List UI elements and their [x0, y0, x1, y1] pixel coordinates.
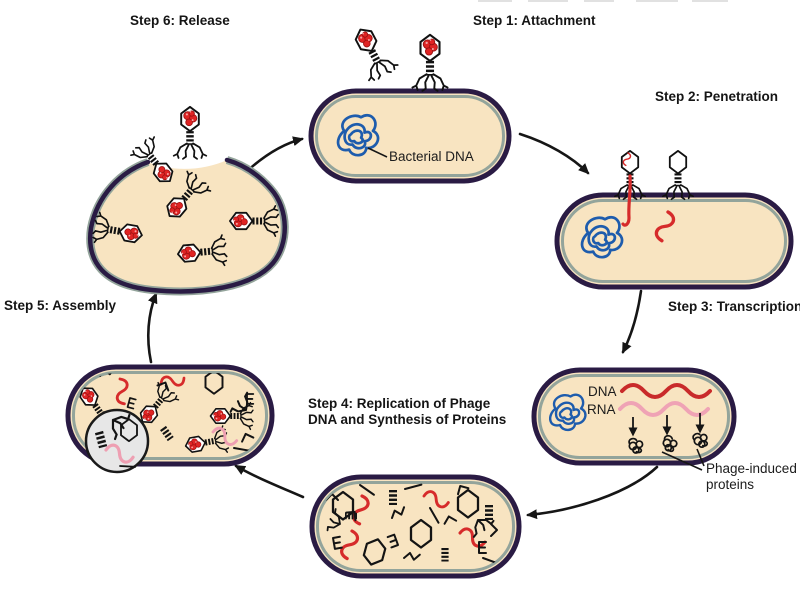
step1-label: Step 1: Attachment [473, 13, 596, 28]
arrow-penetration-to-transcription [621, 289, 643, 354]
phage-induced-label-line1: Phage-induced [706, 461, 797, 476]
arrow-assembly-to-release [146, 292, 158, 364]
bacterium-step5 [65, 364, 275, 474]
cell-inner-membrane [561, 199, 787, 283]
bacterium-step4 [309, 474, 522, 579]
cell-body [90, 160, 285, 292]
rna-label: RNA [587, 402, 616, 417]
cell-inner-membrane [538, 374, 730, 459]
bacterium-step1: Bacterial DNA [308, 22, 512, 184]
step5-label: Step 5: Assembly [4, 298, 117, 313]
step6-label: Step 6: Release [130, 13, 230, 28]
cell-body [309, 474, 522, 579]
cell-burst-membrane [87, 157, 287, 294]
step2-label: Step 2: Penetration [655, 89, 778, 104]
step4-label-line1: Step 4: Replication of Phage [308, 396, 491, 411]
step3-label: Step 3: Transcription [668, 299, 800, 314]
phage-empty-icon [663, 151, 693, 199]
arrow-transcription-to-replication [526, 465, 659, 520]
arrow-replication-to-assembly [234, 464, 305, 499]
arrow-release-to-attachment [244, 136, 304, 174]
phage-induced-label-line2: proteins [706, 477, 754, 492]
bacterial-dna-label: Bacterial DNA [389, 149, 474, 164]
cycle-arrows [146, 132, 659, 520]
dna-injection-strand [621, 174, 632, 227]
cell-inner-membrane [316, 481, 515, 572]
arrow-attachment-to-penetration [518, 132, 590, 175]
step4-label-line2: DNA and Synthesis of Proteins [308, 412, 506, 427]
phage-icon [412, 35, 447, 91]
assembly-magnifier [84, 407, 150, 474]
cell-body [308, 88, 512, 184]
phage-icon [346, 22, 399, 83]
cell-inner-membrane [72, 371, 268, 460]
bacterial-dna-pointer [367, 147, 388, 158]
cell-body [531, 367, 737, 466]
phage-induced-pointer [661, 451, 703, 471]
bacterium-step3: DNA RNA [531, 367, 737, 466]
free-phage-icon [174, 107, 207, 159]
protein-part-icon [119, 465, 137, 468]
cell-inner-membrane [315, 95, 505, 177]
phage-induced-pointer [696, 448, 705, 467]
bacterium-step6-burst [86, 107, 289, 296]
cropped-title-remnant [478, 0, 728, 2]
dna-label: DNA [588, 384, 617, 399]
bacterium-step2 [554, 151, 794, 290]
